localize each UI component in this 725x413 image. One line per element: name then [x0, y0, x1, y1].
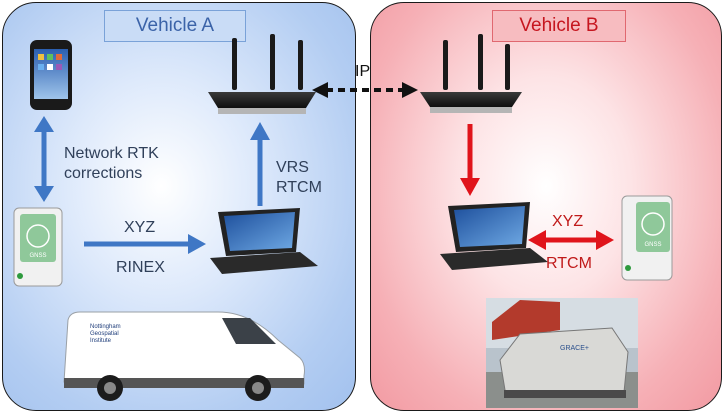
- router-a-icon: [208, 34, 316, 114]
- gnss-receiver-a-icon: GNSS: [13, 207, 63, 287]
- van-image: Nottingham Geospatial Institute: [63, 311, 305, 401]
- xyz-rinex-arrow: [84, 234, 206, 254]
- vrs-rtcm-label: VRS RTCM: [276, 158, 322, 198]
- van-text-1: Nottingham: [90, 324, 121, 330]
- vehicle-b-title: Vehicle B: [492, 10, 626, 42]
- rinex-label: RINEX: [116, 259, 165, 276]
- laptop-a-icon: [210, 208, 318, 274]
- gnss-b-brand: GNSS: [644, 242, 661, 248]
- xyz-b-label: XYZ: [552, 213, 584, 230]
- vrs-label: VRS: [276, 159, 309, 176]
- rtcm-a-label: RTCM: [276, 179, 322, 196]
- vrs-rtcm-arrow: [250, 122, 270, 206]
- ip-label: IP: [355, 63, 371, 80]
- trolley-photo: GRACE+: [486, 298, 638, 408]
- router-to-laptop-arrow: [460, 124, 480, 196]
- rtcm-b-label: RTCM: [546, 255, 592, 272]
- gnss-receiver-b-icon: GNSS: [621, 195, 673, 281]
- network-rtk-line1: Network RTK: [64, 145, 159, 162]
- network-rtk-line2: corrections: [64, 165, 143, 182]
- network-rtk-label: Network RTK corrections: [64, 144, 159, 184]
- trolley-text: GRACE+: [560, 345, 589, 352]
- xyz-rtcm-arrow: [528, 230, 614, 250]
- van-text-2: Geospatial: [90, 331, 119, 337]
- laptop-b-icon: [440, 202, 548, 270]
- xyz-a-label: XYZ: [124, 219, 156, 236]
- smartphone-icon: [30, 40, 72, 110]
- gnss-a-brand: GNSS: [29, 253, 46, 259]
- van-text-3: Institute: [90, 338, 112, 344]
- vehicle-a-title: Vehicle A: [104, 10, 246, 42]
- network-rtk-arrow: [34, 116, 54, 202]
- router-b-icon: [420, 34, 522, 113]
- ip-link-arrow: [312, 82, 418, 98]
